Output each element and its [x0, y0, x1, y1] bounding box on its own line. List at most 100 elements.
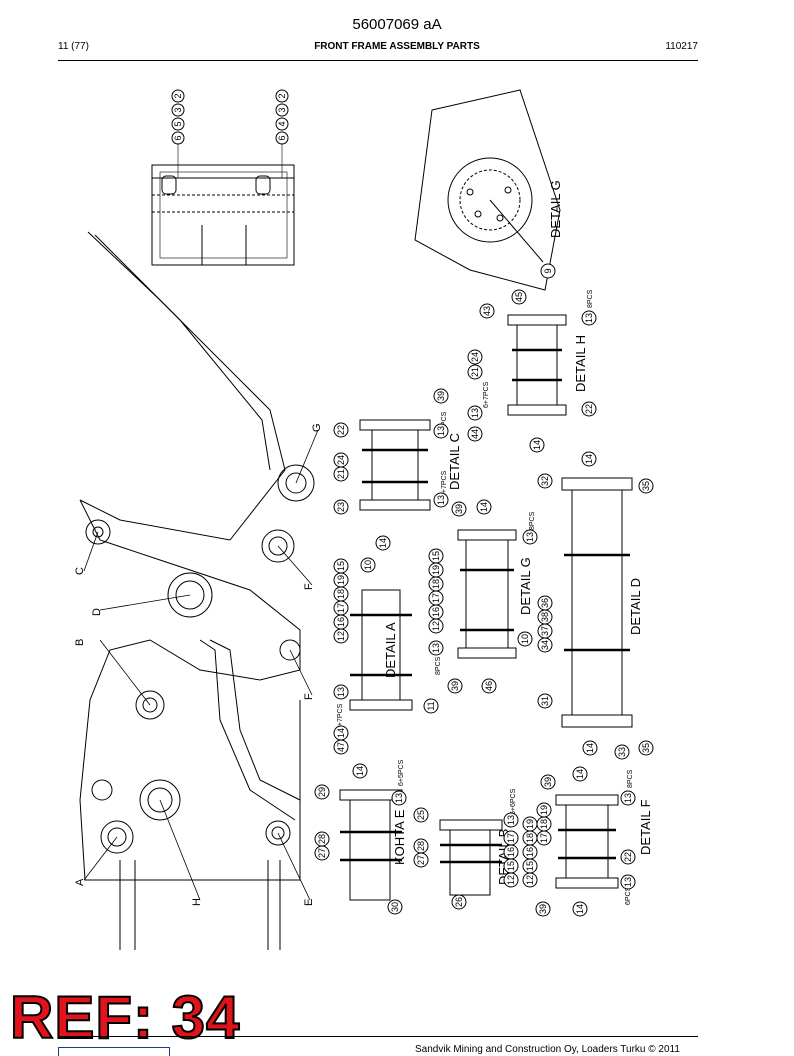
balloon: 45	[511, 289, 527, 305]
detail-g-mid-title: DETAIL G	[518, 557, 533, 615]
balloon: 19	[522, 816, 538, 832]
svg-text:14: 14	[355, 766, 365, 776]
balloon: 18	[333, 586, 349, 602]
balloon: 31	[537, 693, 553, 709]
balloon: 28	[314, 831, 330, 847]
balloon: 38	[537, 609, 553, 625]
balloon: 36	[537, 595, 553, 611]
svg-text:25: 25	[416, 810, 426, 820]
svg-text:9: 9	[543, 268, 553, 273]
balloon: 12	[503, 872, 519, 888]
svg-text:13: 13	[431, 643, 441, 653]
qty-note: 6+7PCS	[441, 470, 448, 497]
balloon: 16	[503, 844, 519, 860]
svg-text:3: 3	[277, 107, 287, 112]
svg-text:2: 2	[173, 93, 183, 98]
balloon: 12	[428, 618, 444, 634]
svg-text:33: 33	[617, 747, 627, 757]
qty-note: 6+6PCS	[510, 788, 517, 815]
balloon: 17	[503, 830, 519, 846]
svg-text:32: 32	[540, 476, 550, 486]
svg-text:44: 44	[470, 429, 480, 439]
svg-text:18: 18	[431, 579, 441, 589]
balloon: 14	[529, 437, 545, 453]
detail-d-title: DETAIL D	[628, 578, 643, 635]
balloon: 18	[522, 830, 538, 846]
detail-f-pin	[555, 794, 619, 889]
svg-text:14: 14	[336, 728, 346, 738]
svg-text:35: 35	[641, 743, 651, 753]
balloon: 30	[387, 899, 403, 915]
view-letter: E	[303, 899, 315, 906]
svg-text:13: 13	[584, 313, 594, 323]
document-code: 110217	[665, 41, 698, 52]
balloon: 18	[428, 576, 444, 592]
svg-text:29: 29	[317, 787, 327, 797]
view-letter: C	[74, 567, 86, 575]
svg-text:35: 35	[641, 481, 651, 491]
view-letter: A	[74, 878, 86, 886]
svg-text:37: 37	[540, 626, 550, 636]
svg-text:16: 16	[506, 847, 516, 857]
svg-text:27: 27	[317, 848, 327, 858]
quantity-notes: 8PCS 6+7PCS 6PCS 6+7PCS 8PCS 8PCS 6+7PCS…	[337, 289, 634, 905]
balloon: 15	[522, 858, 538, 874]
balloon: 3	[171, 103, 185, 117]
qty-note: 6PCS	[441, 411, 448, 430]
balloon: 15	[503, 858, 519, 874]
balloon: 16	[333, 614, 349, 630]
balloon: 13	[391, 790, 407, 806]
detail-a-title: DETAIL A	[383, 622, 398, 678]
svg-text:3: 3	[173, 107, 183, 112]
balloon: 39	[433, 388, 449, 404]
svg-text:24: 24	[336, 455, 346, 465]
svg-text:14: 14	[584, 454, 594, 464]
balloon: 14	[375, 535, 391, 551]
balloon: 13	[620, 874, 636, 890]
header-rule	[58, 60, 698, 61]
document-number: 56007069 aA	[352, 16, 442, 33]
svg-text:14: 14	[575, 904, 585, 914]
svg-text:15: 15	[525, 861, 535, 871]
balloon: 22	[620, 849, 636, 865]
balloon: 27	[314, 845, 330, 861]
svg-text:10: 10	[363, 560, 373, 570]
svg-text:12: 12	[506, 875, 516, 885]
balloon: 12	[333, 628, 349, 644]
svg-text:14: 14	[575, 769, 585, 779]
balloon: 13	[522, 529, 538, 545]
balloon: 14	[581, 451, 597, 467]
svg-text:16: 16	[431, 607, 441, 617]
qty-note: 8PCS	[529, 511, 536, 530]
svg-text:13: 13	[470, 408, 480, 418]
page-number: 11 (77)	[58, 41, 89, 52]
view-letter: F	[303, 583, 315, 590]
balloon: 33	[614, 744, 630, 760]
balloon: 18	[536, 816, 552, 832]
svg-text:12: 12	[525, 875, 535, 885]
svg-text:19: 19	[539, 805, 549, 815]
svg-text:17: 17	[431, 593, 441, 603]
svg-text:19: 19	[525, 819, 535, 829]
balloon: 13	[581, 310, 597, 326]
detail-c-pin	[359, 419, 431, 511]
svg-text:36: 36	[540, 598, 550, 608]
qty-note: 8PCS	[435, 656, 442, 675]
balloon: 44	[467, 426, 483, 442]
balloon: 6	[171, 131, 185, 145]
ref-stamp: REF: 34	[9, 983, 241, 1052]
qty-note: 6+7PCS	[337, 703, 344, 730]
balloon: 17	[333, 600, 349, 616]
svg-text:14: 14	[532, 440, 542, 450]
qty-note: 6+7PCS	[483, 381, 490, 408]
qty-note: 8PCS	[627, 769, 634, 788]
balloon: 13	[503, 812, 519, 828]
balloon: 14	[476, 499, 492, 515]
balloon: 25	[413, 807, 429, 823]
svg-text:22: 22	[336, 425, 346, 435]
qty-note: 6+5PCS	[398, 759, 405, 786]
svg-text:13: 13	[506, 815, 516, 825]
balloon: 13	[333, 684, 349, 700]
balloon: 17	[428, 590, 444, 606]
svg-text:39: 39	[543, 777, 553, 787]
